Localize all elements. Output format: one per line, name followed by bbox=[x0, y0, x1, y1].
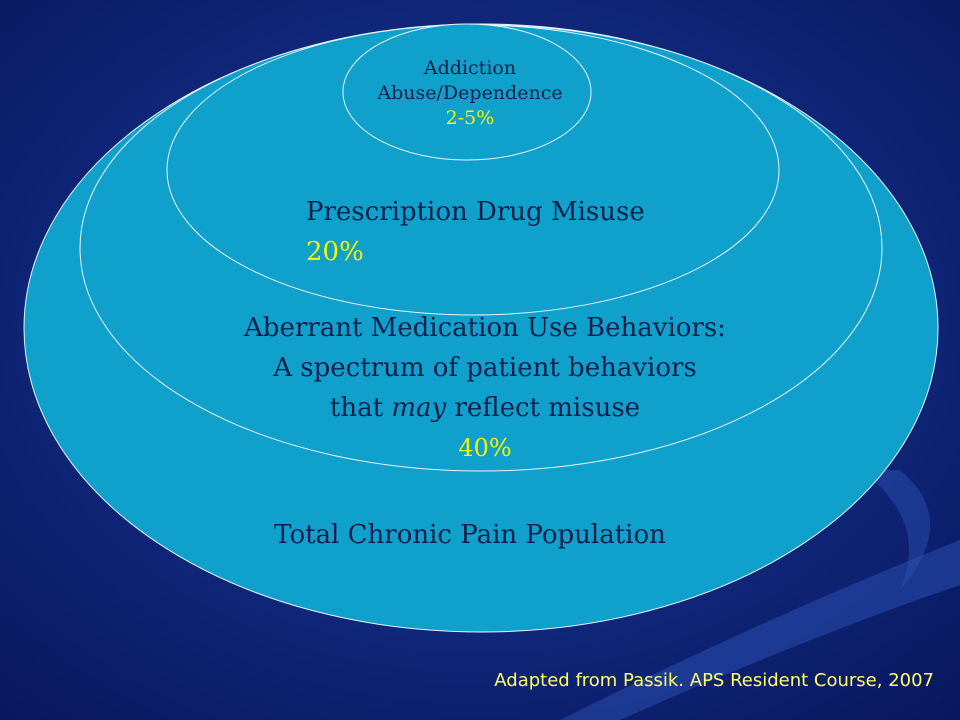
source-note: Adapted from Passik. APS Resident Course… bbox=[494, 670, 934, 691]
decorative-swoosh bbox=[860, 470, 930, 590]
aberrant-line3-pre: that bbox=[329, 393, 392, 423]
prescription-percent: 20% bbox=[306, 237, 364, 267]
aberrant-line3-post: reflect misuse bbox=[446, 393, 641, 423]
ellipse-addiction bbox=[342, 23, 592, 161]
aberrant-line3: that may reflect misuse bbox=[200, 388, 770, 428]
addiction-line2: Abuse/Dependence bbox=[377, 82, 563, 104]
addiction-line1: Addiction bbox=[423, 57, 517, 79]
aberrant-line1: Aberrant Medication Use Behaviors: bbox=[244, 313, 726, 343]
decorative-swoosh bbox=[560, 540, 960, 720]
prescription-text: Prescription Drug Misuse bbox=[306, 197, 645, 227]
addiction-label: Addiction Abuse/Dependence 2-5% bbox=[340, 56, 600, 131]
aberrant-label: Aberrant Medication Use Behaviors: A spe… bbox=[200, 308, 770, 428]
total-population-label: Total Chronic Pain Population bbox=[274, 520, 666, 550]
prescription-label: Prescription Drug Misuse 20% bbox=[306, 192, 645, 272]
addiction-percent: 2-5% bbox=[445, 107, 495, 129]
aberrant-line2: A spectrum of patient behaviors bbox=[273, 353, 697, 383]
aberrant-line3-emphasis: may bbox=[391, 393, 447, 423]
aberrant-percent: 40% bbox=[458, 434, 512, 462]
